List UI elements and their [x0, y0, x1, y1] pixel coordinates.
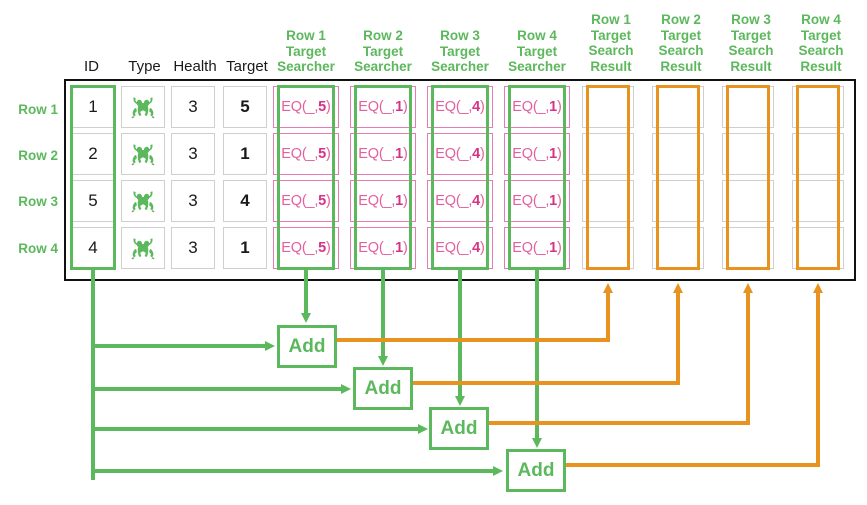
header-health: Health	[173, 58, 217, 75]
row-label-2: Row 2	[18, 148, 58, 163]
cell-searcher-r1c4: EQ(_,1)	[504, 86, 570, 128]
cell-result-r3c2	[652, 180, 704, 222]
cell-searcher-r1c2: EQ(_,1)	[350, 86, 416, 128]
cell-result-r4c1	[582, 227, 634, 269]
cell-result-r1c4	[792, 86, 844, 128]
row-label-1: Row 1	[18, 102, 58, 117]
cell-searcher-r2c1: EQ(_,5)	[273, 133, 339, 175]
header-row4-target-searcher: Row 4 Target Searcher	[508, 28, 566, 74]
header-row4-target-search-result: Row 4 Target Search Result	[798, 12, 844, 74]
cell-health-r2: 3	[171, 133, 215, 175]
cell-searcher-r2c4: EQ(_,1)	[504, 133, 570, 175]
add-node-2[interactable]: Add	[353, 367, 413, 410]
add-node-4[interactable]: Add	[506, 449, 566, 492]
header-id: ID	[84, 58, 99, 75]
cell-result-r2c3	[722, 133, 774, 175]
cell-id-r2: 2	[71, 133, 115, 175]
cell-result-r3c3	[722, 180, 774, 222]
cell-result-r1c1	[582, 86, 634, 128]
cell-type-r2	[121, 133, 165, 175]
cell-result-r1c3	[722, 86, 774, 128]
cell-result-r2c2	[652, 133, 704, 175]
cell-target-r1: 5	[223, 86, 267, 128]
cell-target-r4: 1	[223, 227, 267, 269]
header-row3-target-search-result: Row 3 Target Search Result	[728, 12, 774, 74]
cell-searcher-r1c3: EQ(_,4)	[427, 86, 493, 128]
cell-searcher-r3c2: EQ(_,1)	[350, 180, 416, 222]
row-label-4: Row 4	[18, 241, 58, 256]
cell-result-r2c1	[582, 133, 634, 175]
header-row2-target-searcher: Row 2 Target Searcher	[354, 28, 412, 74]
cell-searcher-r4c1: EQ(_,5)	[273, 227, 339, 269]
cell-health-r4: 3	[171, 227, 215, 269]
cell-id-r4: 4	[71, 227, 115, 269]
row-label-3: Row 3	[18, 194, 58, 209]
cell-result-r3c1	[582, 180, 634, 222]
cell-result-r4c4	[792, 227, 844, 269]
cell-searcher-r4c4: EQ(_,1)	[504, 227, 570, 269]
cell-result-r1c2	[652, 86, 704, 128]
cell-health-r1: 3	[171, 86, 215, 128]
frog-icon	[131, 191, 155, 213]
frog-icon	[131, 238, 155, 260]
cell-searcher-r3c4: EQ(_,1)	[504, 180, 570, 222]
cell-id-r1: 1	[71, 86, 115, 128]
frog-icon	[131, 144, 155, 166]
cell-result-r2c4	[792, 133, 844, 175]
frog-icon	[131, 97, 155, 119]
cell-target-r2: 1	[223, 133, 267, 175]
cell-searcher-r4c2: EQ(_,1)	[350, 227, 416, 269]
header-target: Target	[226, 58, 268, 75]
header-row1-target-search-result: Row 1 Target Search Result	[588, 12, 634, 74]
cell-result-r3c4	[792, 180, 844, 222]
header-row1-target-searcher: Row 1 Target Searcher	[277, 28, 335, 74]
cell-searcher-r4c3: EQ(_,4)	[427, 227, 493, 269]
cell-type-r1	[121, 86, 165, 128]
cell-searcher-r2c2: EQ(_,1)	[350, 133, 416, 175]
cell-searcher-r2c3: EQ(_,4)	[427, 133, 493, 175]
add-node-1[interactable]: Add	[277, 325, 337, 368]
add-node-3[interactable]: Add	[429, 407, 489, 450]
header-row3-target-searcher: Row 3 Target Searcher	[431, 28, 489, 74]
cell-result-r4c2	[652, 227, 704, 269]
cell-id-r3: 5	[71, 180, 115, 222]
cell-target-r3: 4	[223, 180, 267, 222]
cell-searcher-r3c1: EQ(_,5)	[273, 180, 339, 222]
header-type: Type	[128, 58, 161, 75]
cell-searcher-r1c1: EQ(_,5)	[273, 86, 339, 128]
cell-type-r4	[121, 227, 165, 269]
cell-searcher-r3c3: EQ(_,4)	[427, 180, 493, 222]
cell-result-r4c3	[722, 227, 774, 269]
cell-health-r3: 3	[171, 180, 215, 222]
header-row2-target-search-result: Row 2 Target Search Result	[658, 12, 704, 74]
cell-type-r3	[121, 180, 165, 222]
